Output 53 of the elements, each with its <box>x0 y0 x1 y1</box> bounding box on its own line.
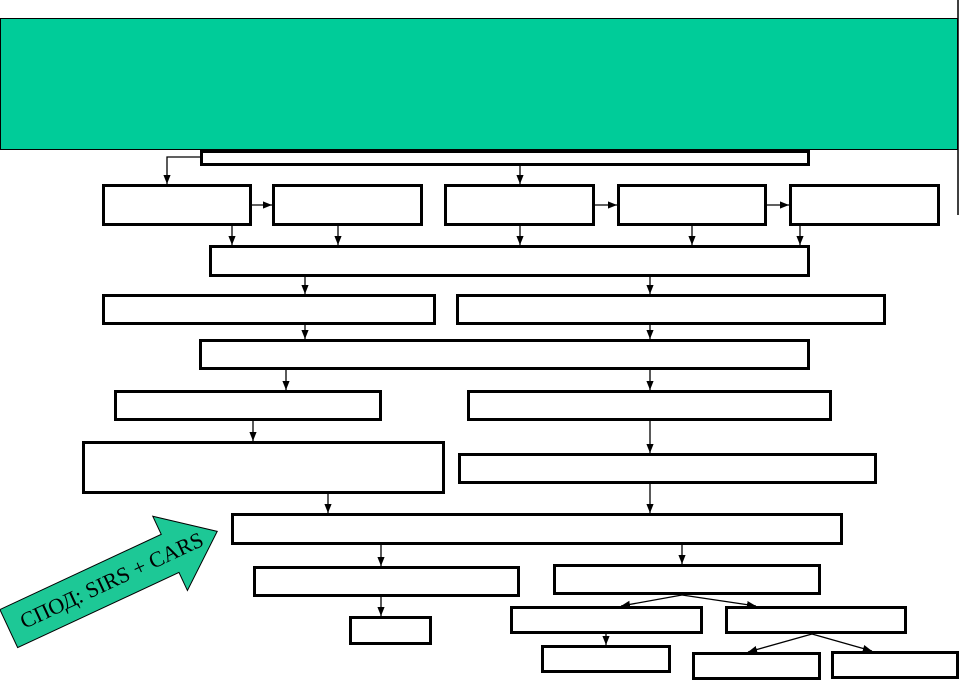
process-box <box>114 390 382 421</box>
process-box <box>553 564 821 595</box>
arrow <box>516 166 524 184</box>
arrow <box>646 277 654 294</box>
arrow <box>301 277 309 294</box>
header-banner <box>0 18 958 150</box>
arrow <box>646 421 654 453</box>
process-box <box>253 566 520 597</box>
process-box <box>458 453 877 484</box>
arrow <box>682 594 756 608</box>
process-box <box>209 245 810 277</box>
arrow <box>796 226 804 245</box>
arrow <box>377 597 385 616</box>
process-box <box>541 645 671 673</box>
process-box <box>349 616 432 645</box>
arrow <box>767 201 789 209</box>
process-box <box>231 513 843 545</box>
arrow <box>602 634 610 645</box>
process-box <box>617 184 767 226</box>
arrow <box>249 421 257 441</box>
process-box <box>725 606 907 634</box>
arrow <box>252 201 272 209</box>
process-box <box>789 184 940 226</box>
arrow <box>324 494 332 513</box>
arrow <box>377 545 385 566</box>
process-box <box>102 294 436 325</box>
arrow <box>646 484 654 513</box>
process-box <box>82 441 445 494</box>
arrow <box>688 226 696 245</box>
arrow <box>282 370 290 390</box>
arrow <box>678 545 686 564</box>
process-box <box>467 390 832 421</box>
arrow <box>163 156 200 184</box>
process-box <box>444 184 595 226</box>
process-box <box>510 606 703 634</box>
process-box <box>102 184 252 226</box>
arrow <box>620 594 682 608</box>
arrow-label: СПОД: SIRS + CARS <box>16 526 208 634</box>
process-box <box>200 150 810 166</box>
arrow <box>595 201 617 209</box>
arrow <box>646 325 654 339</box>
process-box <box>199 339 810 370</box>
arrow <box>812 633 872 652</box>
arrow <box>334 226 342 245</box>
process-box <box>456 294 886 325</box>
process-box <box>831 651 959 679</box>
process-box <box>272 184 423 226</box>
arrow <box>748 633 812 654</box>
arrow <box>228 226 236 245</box>
process-box <box>692 652 821 680</box>
arrow <box>516 226 524 245</box>
arrow <box>301 325 309 339</box>
arrow <box>646 370 654 390</box>
